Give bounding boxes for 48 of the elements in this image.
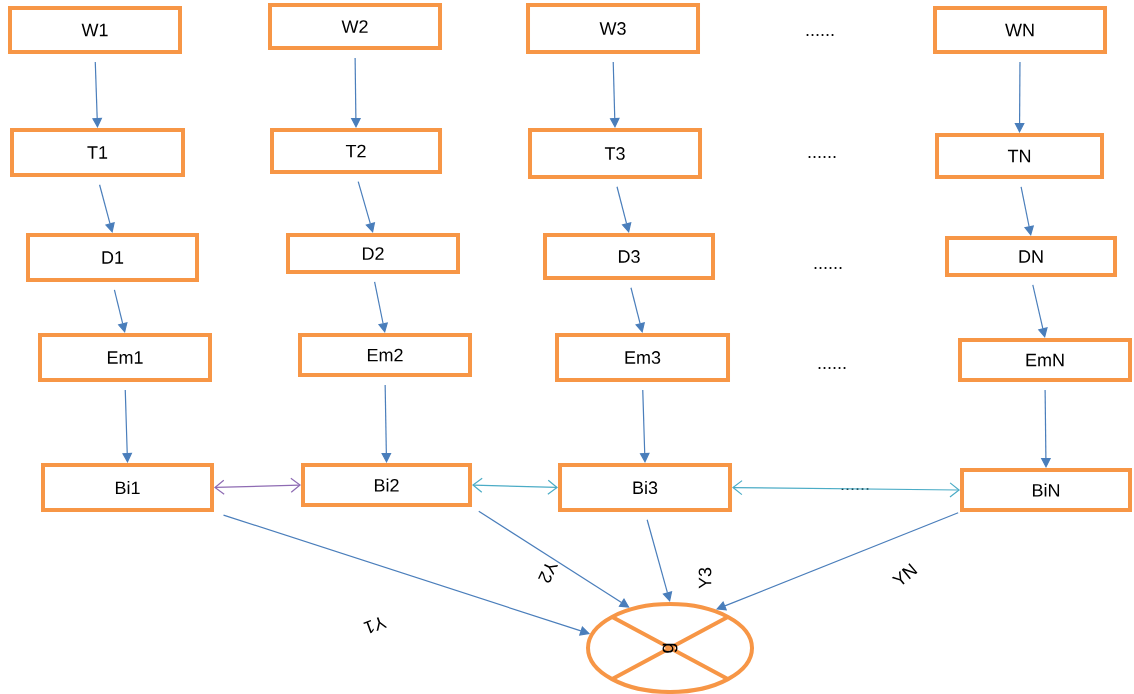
arrow (122, 389, 133, 463)
ellipsis-label: ...... (814, 267, 842, 269)
process-box: BiN (960, 468, 1132, 512)
arrow (357, 181, 376, 233)
process-box: Em2 (298, 333, 472, 377)
process-box: W2 (268, 3, 442, 50)
process-box: Bi3 (558, 463, 732, 512)
arrow (1020, 186, 1035, 236)
process-box: WN (933, 6, 1107, 54)
arrow (478, 510, 630, 608)
arrow (113, 289, 128, 333)
arrow (1014, 61, 1025, 133)
ellipsis-label: ...... (808, 156, 836, 158)
arrow (732, 480, 960, 498)
process-box: D1 (26, 233, 199, 282)
ellipsis-label: ...... (806, 34, 834, 36)
arrow (381, 384, 392, 463)
arrow (646, 519, 673, 602)
edge-label: ...... (839, 487, 871, 491)
arrow (214, 477, 301, 495)
process-box: W3 (526, 3, 700, 54)
edge-label: YN (890, 560, 920, 590)
process-box: TN (935, 133, 1104, 179)
arrow (98, 184, 115, 233)
process-box: T1 (10, 128, 185, 177)
arrow (1032, 284, 1048, 338)
arrow (639, 389, 650, 463)
process-box: T3 (528, 128, 702, 179)
summing-junction: g (586, 602, 754, 694)
process-box: Em1 (38, 333, 212, 382)
arrow (374, 281, 389, 333)
process-box: DN (945, 236, 1117, 277)
arrow (92, 61, 103, 128)
arrow (472, 477, 558, 495)
process-box: EmN (958, 338, 1132, 382)
arrow (630, 287, 646, 333)
edge-label: Y3 (697, 566, 713, 590)
process-box: Bi2 (301, 463, 472, 507)
ellipsis-label: ...... (818, 367, 846, 369)
process-box: W1 (8, 6, 182, 54)
process-box: Em3 (555, 333, 730, 382)
edge-label: Y1 (361, 614, 389, 636)
process-box: D2 (286, 233, 460, 274)
process-box: Bi1 (41, 463, 214, 512)
process-box: D3 (543, 233, 715, 280)
arrow (616, 186, 632, 233)
edge-label: Y2 (536, 558, 560, 586)
process-box: T2 (270, 128, 442, 174)
